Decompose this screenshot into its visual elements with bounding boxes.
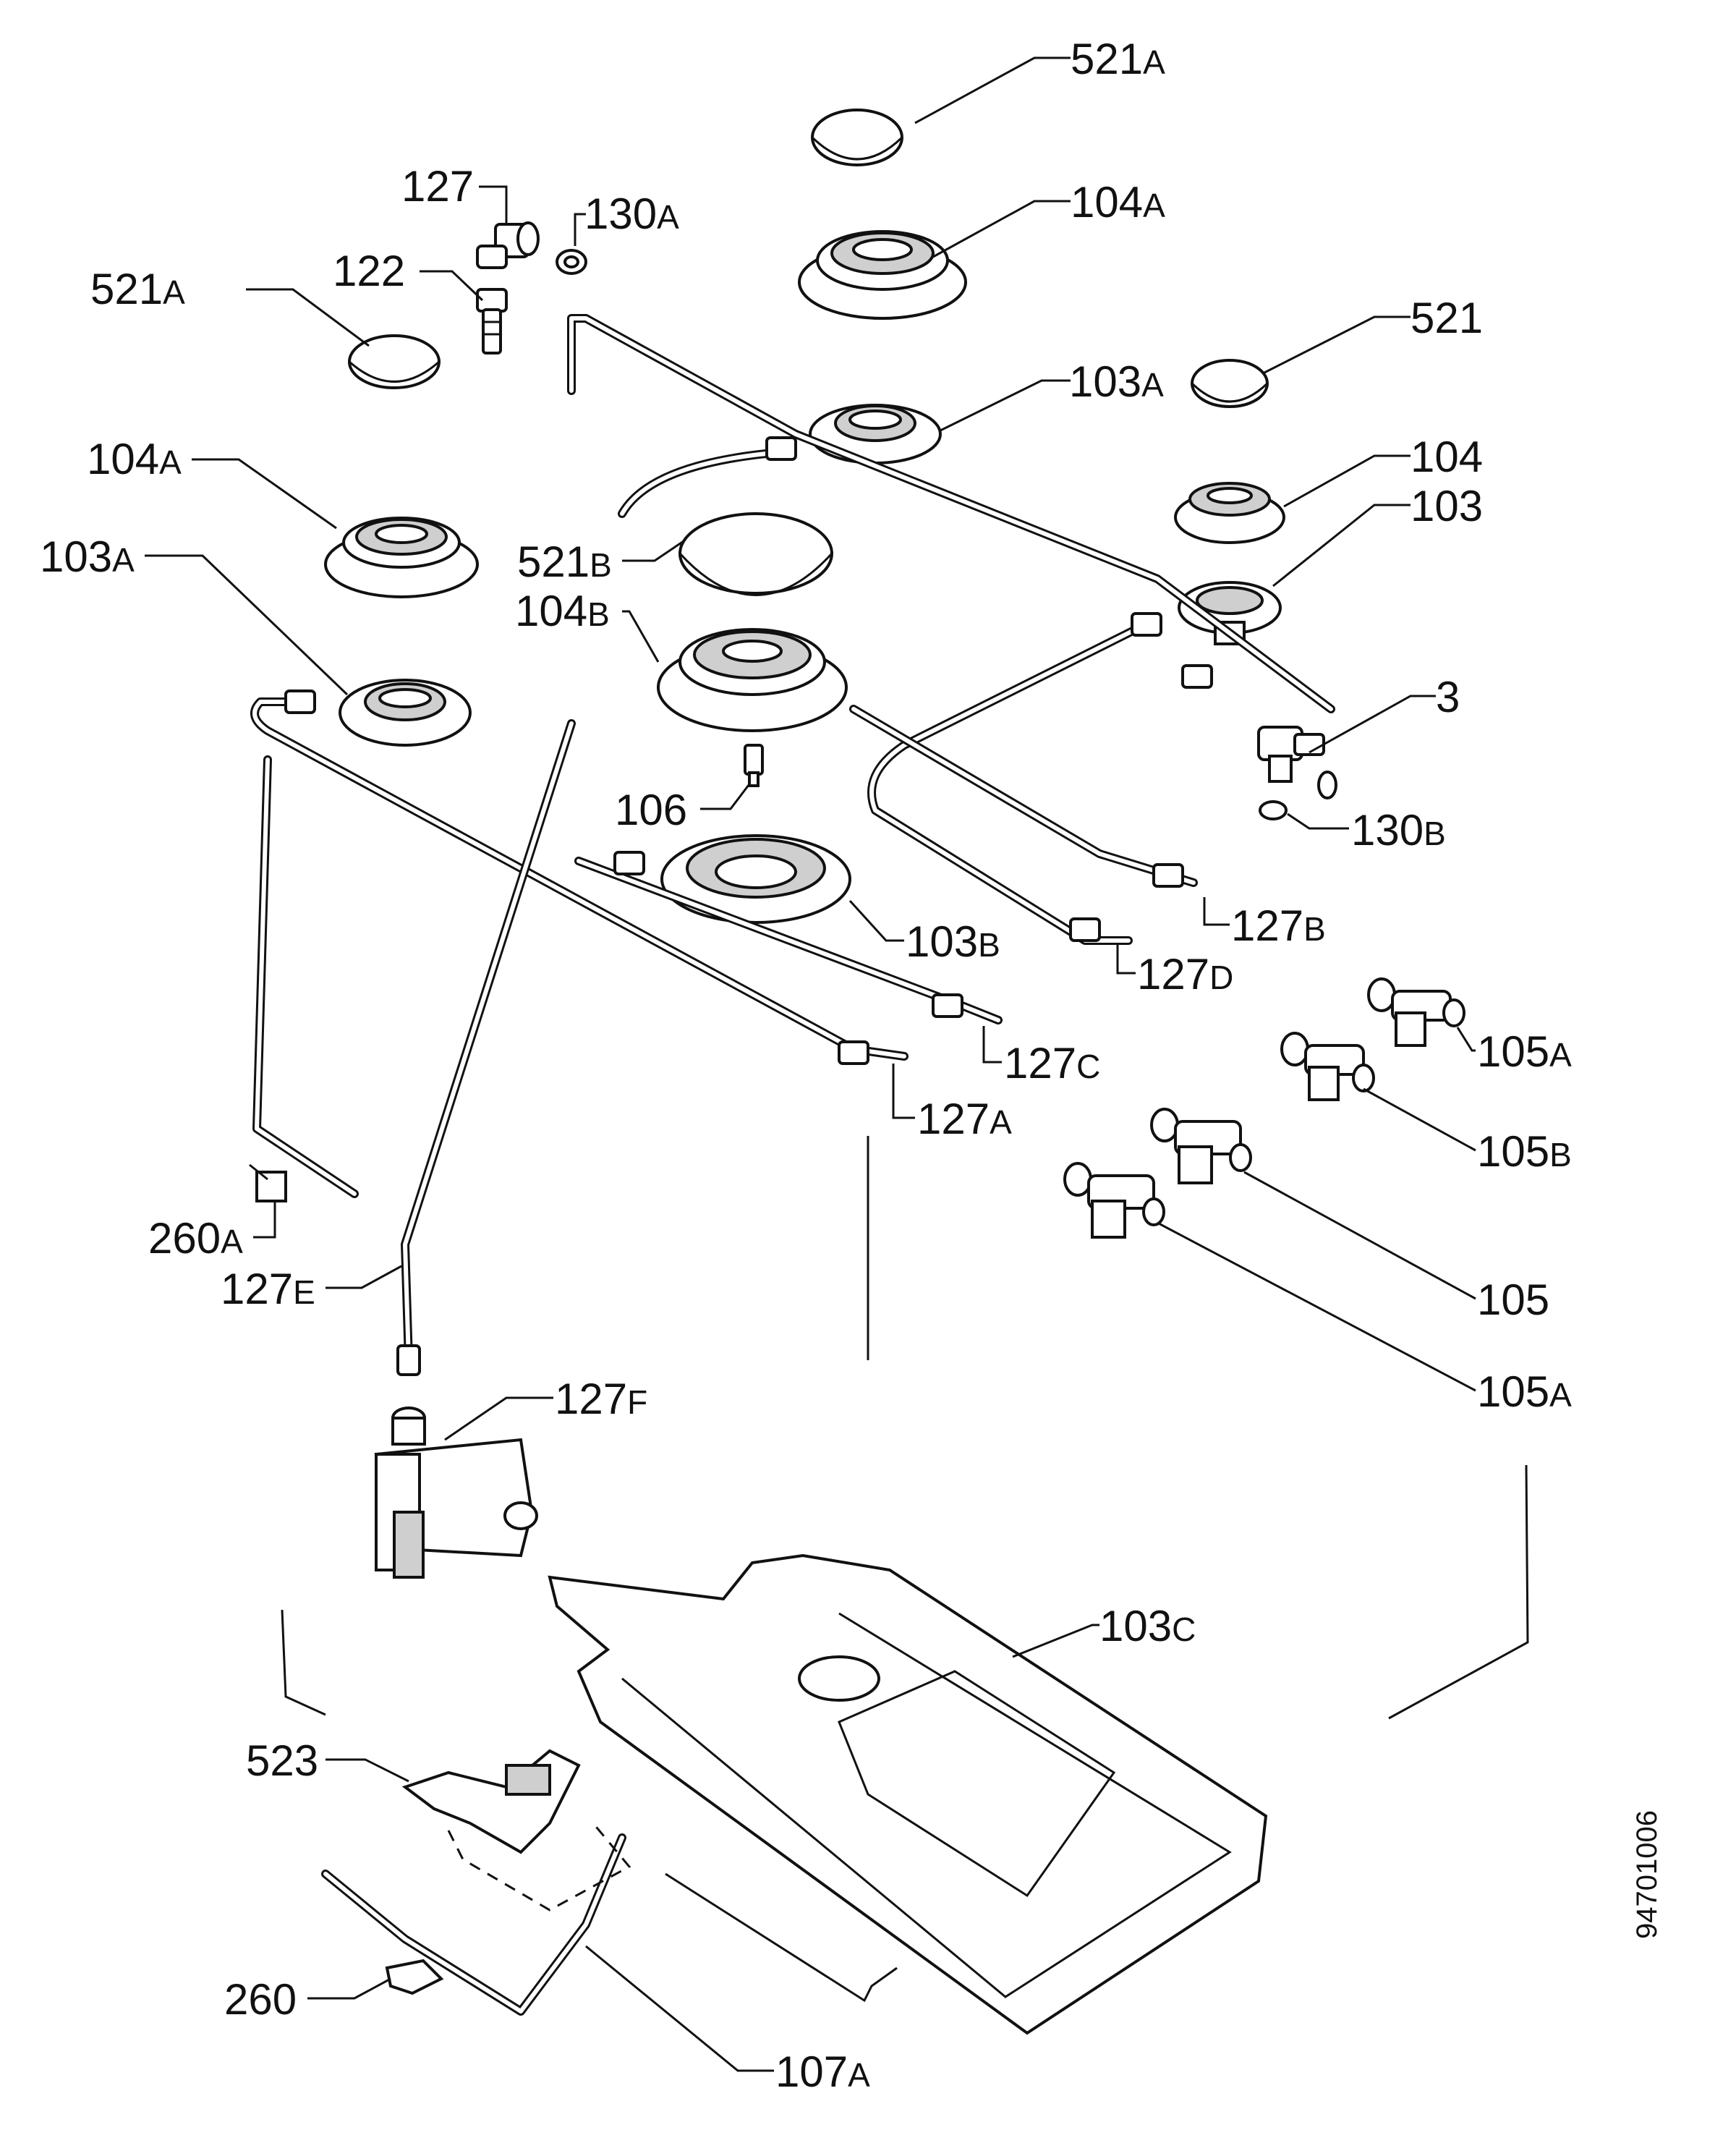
label-127a: 127A: [917, 1095, 1012, 1143]
label-103a-left: 103A: [40, 532, 135, 581]
label-130a: 130A: [584, 190, 679, 238]
gas-tap-105b: [1280, 1032, 1375, 1101]
leader-lines: [145, 56, 1476, 2072]
washer-130a: [556, 249, 587, 275]
gas-tap-105a-top: [1367, 977, 1465, 1047]
gas-pipes: [250, 314, 1335, 2016]
label-127f: 127F: [555, 1375, 647, 1423]
label-3: 3: [1436, 673, 1460, 721]
label-521b: 521B: [517, 538, 612, 586]
burner-crown-104: [1174, 482, 1285, 544]
label-105b: 105B: [1477, 1127, 1572, 1176]
base-plate-103c: [548, 1553, 1268, 2035]
label-127e: 127E: [221, 1265, 315, 1313]
safety-valve-127f: [374, 1406, 538, 1579]
burner-base-103a-left: [339, 679, 472, 747]
burner-cap-521: [1191, 359, 1269, 408]
gas-tap-105: [1150, 1108, 1252, 1184]
washer-130b: [1259, 800, 1288, 820]
label-105a-top: 105A: [1477, 1027, 1572, 1076]
bracket-523: [401, 1749, 631, 1912]
gas-tap-105a-bottom: [1063, 1162, 1165, 1239]
burner-cap-521b: [678, 512, 833, 596]
label-105: 105: [1477, 1276, 1549, 1324]
burner-crown-104a-left: [324, 517, 479, 598]
label-127d: 127D: [1137, 950, 1233, 998]
frame-lines: [281, 1136, 1529, 2003]
injector-106: [744, 744, 764, 787]
label-260: 260: [224, 1975, 297, 2024]
burner-base-103b: [660, 834, 851, 924]
label-127: 127: [401, 162, 474, 211]
document-number: 94701006: [1631, 1810, 1663, 1939]
label-521: 521: [1410, 294, 1483, 342]
label-523: 523: [246, 1736, 318, 1785]
elbow-fitting-127: [476, 221, 540, 269]
label-106: 106: [615, 786, 687, 834]
label-104: 104: [1410, 433, 1483, 481]
label-521a-left: 521A: [90, 265, 185, 313]
label-127c: 127C: [1004, 1039, 1100, 1087]
nozzle-122: [476, 288, 508, 355]
label-127b: 127B: [1231, 901, 1326, 950]
label-122: 122: [333, 247, 405, 295]
pipe-fittings: [284, 436, 1213, 1376]
label-103a-top: 103A: [1069, 357, 1164, 406]
label-107a: 107A: [775, 2048, 870, 2096]
label-104a-top: 104A: [1071, 178, 1165, 226]
callout-labels: 521A 104A 127 130A 122 521A 521 103A 104…: [40, 35, 1572, 2096]
burner-crown-104b: [657, 628, 848, 732]
burner-base-103a-top: [809, 404, 942, 464]
valve-3: [1257, 726, 1337, 799]
burner-cap-521a-left: [348, 334, 441, 389]
label-521a-top: 521A: [1071, 35, 1165, 83]
label-103: 103: [1410, 482, 1483, 530]
clip-260: [385, 1959, 444, 1995]
burner-crown-104a-top: [798, 230, 967, 320]
label-104a-left: 104A: [87, 435, 182, 483]
label-105a-bottom: 105A: [1477, 1367, 1572, 1416]
burner-cap-521a-top: [811, 109, 903, 166]
label-104b: 104B: [515, 587, 610, 635]
label-260a: 260A: [148, 1214, 243, 1263]
label-103c: 103C: [1099, 1602, 1196, 1650]
label-130b: 130B: [1351, 806, 1446, 854]
clip-260a: [249, 1163, 287, 1202]
label-103b: 103B: [906, 917, 1000, 966]
